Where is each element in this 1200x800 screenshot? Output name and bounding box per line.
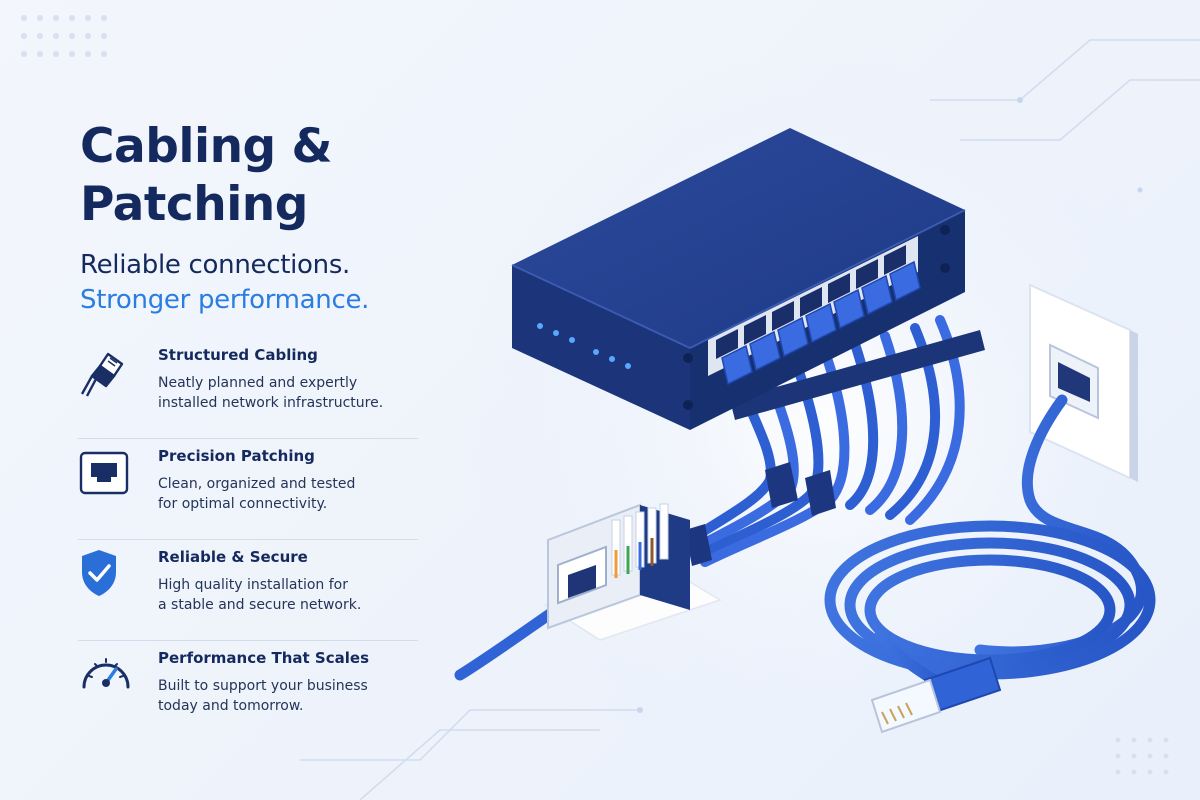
feature-title: Performance That Scales (158, 649, 369, 667)
page-title: Cabling & Patching (80, 118, 420, 234)
tagline-line2: Stronger performance. (80, 285, 370, 315)
dot-grid-decoration-right (1115, 737, 1169, 775)
circuit-lines (300, 39, 1200, 800)
feature-desc-line: Built to support your business (158, 678, 368, 694)
feature-description: Clean, organized and tested for optimal … (158, 474, 398, 514)
keystone-jack-icon (547, 503, 690, 630)
feature-desc-line: Neatly planned and expertly (158, 375, 358, 391)
rj45-plug-icon (870, 656, 1002, 734)
page-title-line2: Patching (80, 177, 308, 232)
ethernet-port-icon (79, 451, 129, 495)
feature-list: Structured Cabling Neatly planned and ex… (78, 338, 418, 741)
feature-desc-line: today and tomorrow. (158, 698, 304, 714)
cable-connector-icon (80, 352, 124, 397)
tagline-line1: Reliable connections. (80, 250, 351, 280)
feature-description: Neatly planned and expertly installed ne… (158, 373, 398, 413)
feature-item-precision-patching: Precision Patching Clean, organized and … (78, 439, 418, 540)
feature-title: Reliable & Secure (158, 548, 308, 566)
hero-text: Cabling & Patching Reliable connections.… (80, 118, 420, 318)
feature-title: Structured Cabling (158, 346, 318, 364)
feature-desc-line: High quality installation for (158, 577, 348, 593)
speedometer-icon (82, 658, 130, 689)
feature-desc-line: Clean, organized and tested (158, 476, 356, 492)
feature-desc-line: a stable and secure network. (158, 597, 362, 613)
feature-description: High quality installation for a stable a… (158, 575, 398, 615)
feature-item-structured-cabling: Structured Cabling Neatly planned and ex… (78, 338, 418, 439)
feature-item-performance: Performance That Scales Built to support… (78, 641, 418, 741)
feature-description: Built to support your business today and… (158, 676, 398, 716)
feature-title: Precision Patching (158, 447, 315, 465)
shield-check-icon (82, 550, 116, 596)
page-title-line1: Cabling & (80, 119, 333, 174)
feature-desc-line: installed network infrastructure. (158, 395, 384, 411)
dot-grid-decoration (21, 15, 107, 57)
feature-desc-line: for optimal connectivity. (158, 496, 328, 512)
feature-item-reliable-secure: Reliable & Secure High quality installat… (78, 540, 418, 641)
tagline: Reliable connections. Stronger performan… (80, 248, 420, 318)
